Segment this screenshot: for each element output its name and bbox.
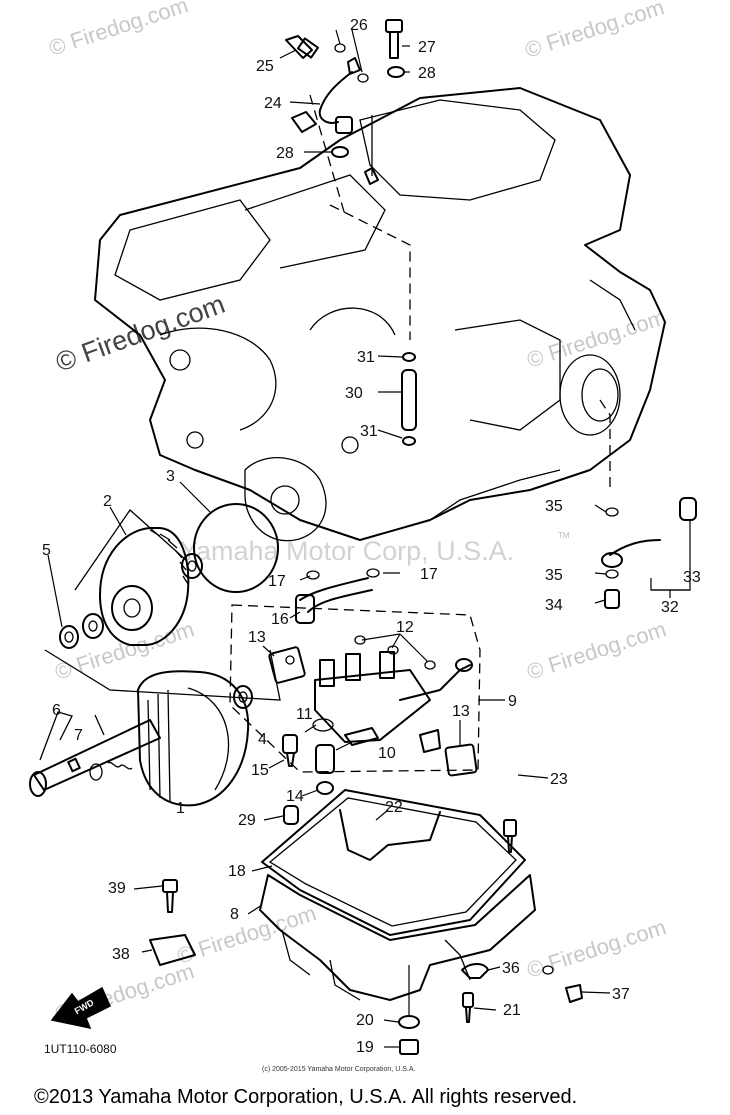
callout-8: 8: [230, 906, 239, 923]
diagram-code: 1UT110-6080: [44, 1042, 117, 1056]
callout-5: 5: [42, 542, 51, 559]
watermark-top-right: © Firedog.com: [522, 0, 667, 63]
callout-35b: 35: [545, 567, 563, 584]
callout-38: 38: [112, 946, 130, 963]
crankcase-drawing: [94, 87, 666, 542]
callout-39: 39: [108, 880, 126, 897]
watermark-center-lower: © Firedog.com: [174, 900, 319, 968]
callout-17a: 17: [268, 573, 286, 590]
drain-and-misc-parts: [149, 497, 697, 1055]
fwd-arrow: FWD: [50, 986, 111, 1030]
callout-29: 29: [238, 812, 256, 829]
callout-25: 25: [256, 58, 274, 75]
watermark-tm: TM: [558, 531, 570, 540]
watermark-top-left: © Firedog.com: [46, 0, 191, 61]
oil-filter-cover-assembly: [29, 670, 253, 807]
oil-filter-assembly: [44, 503, 281, 701]
small-copyright: (c) 2005-2015 Yamaha Motor Corporation, …: [262, 1066, 415, 1073]
callout-12: 12: [396, 619, 414, 636]
watermark-left-mid: © Firedog.com: [52, 289, 229, 378]
leader-lines: [47, 29, 691, 1048]
callout-19: 19: [356, 1039, 374, 1056]
watermark-center: Yamaha Motor Corp, U.S.A.: [180, 536, 514, 566]
watermark-right-lower: © Firedog.com: [524, 616, 669, 684]
callout-2: 2: [103, 493, 112, 510]
oil-pan-assembly: [259, 789, 536, 1001]
callout-10: 10: [378, 745, 396, 762]
callout-16: 16: [271, 611, 289, 628]
oil-delivery-pipe-assembly: [285, 19, 405, 185]
footer-copyright: ©2013 Yamaha Motor Corporation, U.S.A. A…: [34, 1086, 577, 1108]
callout-27: 27: [418, 39, 436, 56]
callout-3: 3: [166, 468, 175, 485]
callout-36: 36: [502, 960, 520, 977]
callout-24: 24: [264, 95, 282, 112]
callout-1: 1: [176, 800, 185, 817]
callout-7: 7: [74, 727, 83, 744]
callout-9: 9: [508, 693, 517, 710]
watermark-right-mid: © Firedog.com: [524, 304, 669, 372]
callout-13b: 13: [452, 703, 470, 720]
callout-4: 4: [258, 731, 267, 748]
callout-13a: 13: [248, 629, 266, 646]
callout-20: 20: [356, 1012, 374, 1029]
callout-28a: 28: [418, 65, 436, 82]
callout-numbers: 1 2 3 4 5 6 7 8 9 10 11 12 13 13 14 15 1…: [42, 17, 701, 1056]
oil-pipe-30: [401, 352, 417, 446]
callout-18: 18: [228, 863, 246, 880]
callout-37: 37: [612, 986, 630, 1003]
callout-22: 22: [385, 799, 403, 816]
callout-28b: 28: [276, 145, 294, 162]
callout-11: 11: [296, 706, 313, 723]
watermark-bottom-right: © Firedog.com: [524, 914, 669, 982]
callout-14: 14: [286, 788, 304, 805]
callout-35a: 35: [545, 498, 563, 515]
callout-31b: 31: [360, 423, 378, 440]
callout-17b: 17: [420, 566, 438, 583]
callout-21: 21: [503, 1002, 521, 1019]
callout-23: 23: [550, 771, 568, 788]
oil-strainer-assembly: [229, 568, 481, 795]
callout-31a: 31: [357, 349, 375, 366]
callout-34: 34: [545, 597, 563, 614]
callout-33: 33: [683, 569, 701, 586]
callout-30: 30: [345, 385, 363, 402]
callout-15: 15: [251, 762, 269, 779]
callout-6: 6: [52, 702, 61, 719]
callout-32: 32: [661, 599, 679, 616]
callout-26: 26: [350, 17, 368, 34]
